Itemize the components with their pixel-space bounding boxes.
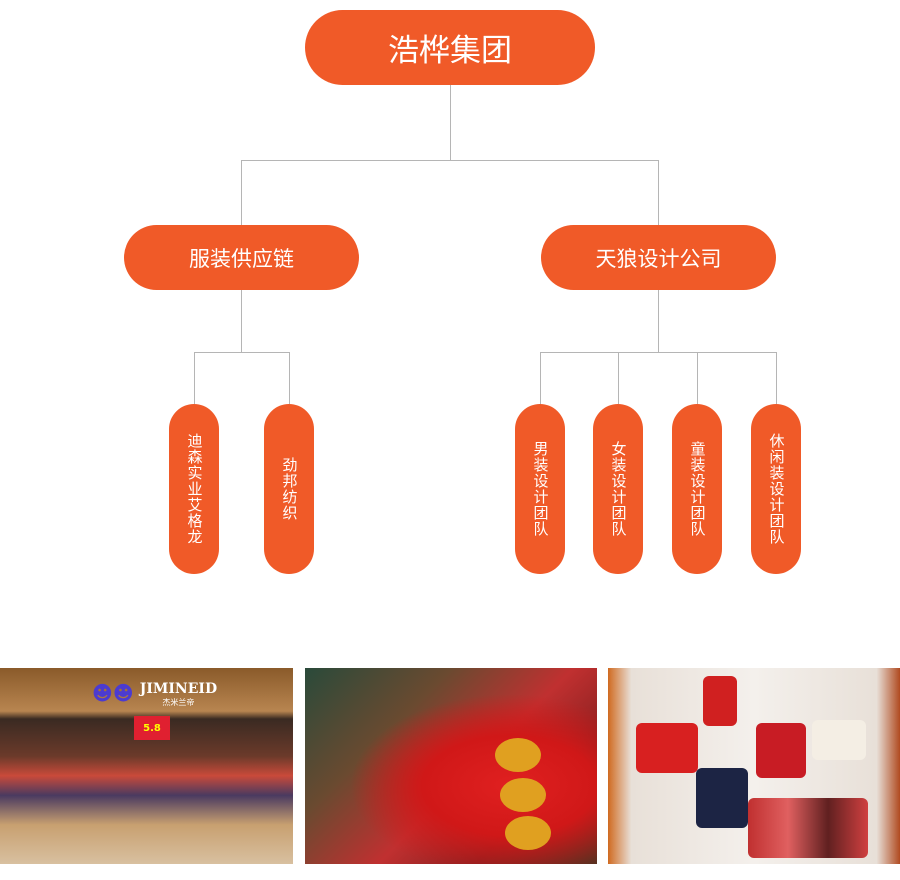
connector [618,352,619,404]
leaf-label: 女装设计团队 [609,441,628,537]
connector [540,352,777,353]
sale-sign: 5.8 [134,716,170,740]
connector [241,290,242,352]
leaf-label: 童装设计团队 [688,441,707,537]
owl-print [500,778,546,812]
hanging-rack [748,798,868,858]
connector [194,352,195,404]
leaf-label: 男装设计团队 [531,441,550,537]
connector [658,290,659,352]
connector [776,352,777,404]
owl-print [495,738,541,772]
connector [289,352,290,404]
connector [241,160,659,161]
mascot-icon: ☻☻ [92,681,134,705]
connector [658,160,659,225]
root-label: 浩桦集团 [388,33,512,69]
connector [194,352,290,353]
branch-label: 天狼设计公司 [595,246,722,271]
connector [241,160,242,225]
kids-clothing-display-photo [608,668,900,864]
branch-node-design-company: 天狼设计公司 [541,225,776,290]
store-front-photo: ☻☻ JIMINEID 杰米兰帝 5.8 [0,668,293,864]
leaf-node: 男装设计团队 [515,404,565,574]
leaf-node: 休闲装设计团队 [751,404,801,574]
leaf-node: 迪森实业艾格龙 [169,404,219,574]
branch-node-supply-chain: 服装供应链 [124,225,359,290]
brand-name-cn: 杰米兰帝 [162,698,195,707]
folded-sweaters-photo [305,668,597,864]
leaf-node: 女装设计团队 [593,404,643,574]
navy-dress [696,768,748,828]
leaf-node: 童装设计团队 [672,404,722,574]
store-logo: ☻☻ JIMINEID 杰米兰帝 [92,678,217,708]
red-jacket [636,723,698,773]
owl-print [505,816,551,850]
connector [697,352,698,404]
connector [540,352,541,404]
leaf-label: 休闲装设计团队 [767,433,786,545]
leaf-label: 劲邦纺织 [280,457,299,521]
red-coat [703,676,737,726]
connector [450,85,451,160]
branch-label: 服装供应链 [189,246,294,271]
brand-name: JIMINEID [139,681,218,697]
root-node: 浩桦集团 [305,10,595,85]
red-dress [756,723,806,778]
white-coat [812,720,866,760]
leaf-label: 迪森实业艾格龙 [185,433,204,545]
leaf-node: 劲邦纺织 [264,404,314,574]
